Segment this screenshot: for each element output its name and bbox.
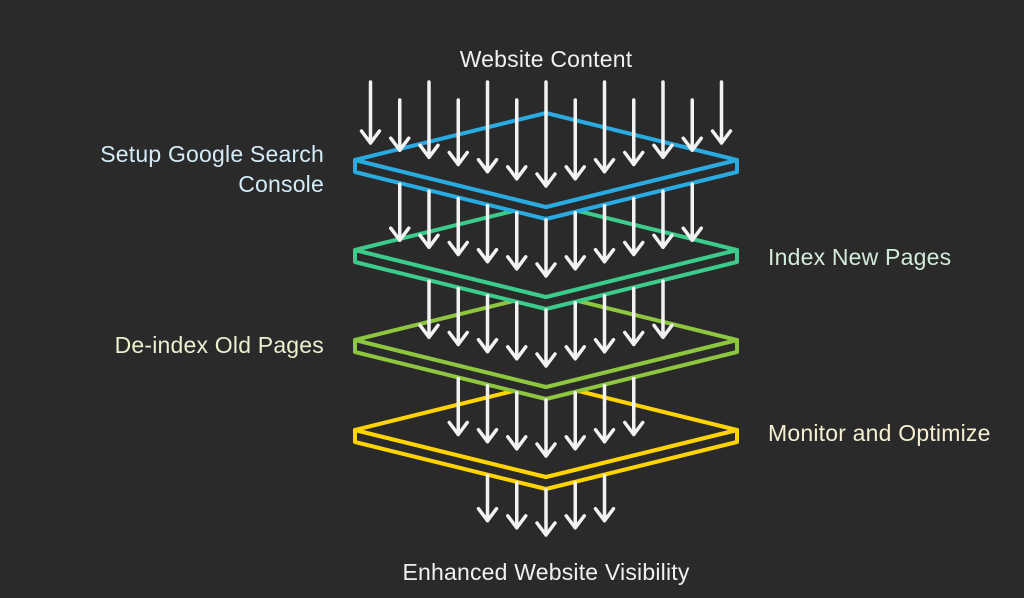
down-arrow-icon bbox=[564, 481, 586, 530]
down-arrow-icon bbox=[447, 286, 469, 347]
down-arrow-icon bbox=[681, 98, 703, 152]
layer-label-setup-google-search-console: Setup Google Search Console bbox=[100, 141, 324, 197]
down-arrow-icon bbox=[418, 80, 440, 160]
down-arrow-icon bbox=[447, 196, 469, 257]
down-arrow-icon bbox=[418, 189, 440, 250]
down-arrow-icon bbox=[623, 376, 645, 437]
down-arrow-icon bbox=[476, 473, 499, 523]
down-arrow-icon bbox=[710, 80, 733, 145]
down-arrow-icon bbox=[593, 473, 616, 523]
down-arrow-icon bbox=[535, 218, 557, 278]
down-arrow-icon bbox=[506, 98, 528, 181]
down-arrow-icon bbox=[593, 203, 616, 264]
layer-label-index-new-pages: Index New Pages bbox=[768, 244, 952, 270]
down-arrow-icon bbox=[476, 293, 499, 354]
down-arrow-icon bbox=[447, 376, 469, 437]
down-arrow-icon bbox=[535, 488, 557, 537]
arrow-set-0 bbox=[359, 80, 733, 188]
down-arrow-icon bbox=[506, 481, 528, 530]
layer-label-monitor-and-optimize: Monitor and Optimize bbox=[768, 420, 991, 446]
down-arrow-icon bbox=[593, 383, 616, 444]
arrow-set-4 bbox=[476, 473, 616, 537]
down-arrow-icon bbox=[564, 98, 586, 181]
down-arrow-icon bbox=[564, 391, 586, 451]
down-arrow-icon bbox=[652, 279, 674, 340]
diagram-footer: Enhanced Website Visibility bbox=[402, 559, 690, 585]
arrow-set-2 bbox=[418, 279, 674, 368]
down-arrow-icon bbox=[623, 196, 645, 257]
down-arrow-icon bbox=[593, 80, 616, 174]
layer-label-de-index-old-pages: De-index Old Pages bbox=[114, 332, 324, 358]
flow-arrows bbox=[359, 80, 733, 537]
down-arrow-icon bbox=[476, 203, 499, 264]
down-arrow-icon bbox=[476, 80, 499, 174]
down-arrow-icon bbox=[389, 98, 411, 152]
down-arrow-icon bbox=[681, 182, 703, 242]
down-arrow-icon bbox=[389, 182, 411, 242]
down-arrow-icon bbox=[535, 80, 557, 188]
down-arrow-icon bbox=[535, 398, 557, 458]
down-arrow-icon bbox=[359, 80, 382, 145]
arrow-set-1 bbox=[389, 182, 703, 278]
down-arrow-icon bbox=[593, 293, 616, 354]
down-arrow-icon bbox=[506, 301, 528, 361]
down-arrow-icon bbox=[623, 98, 645, 167]
down-arrow-icon bbox=[535, 308, 557, 368]
down-arrow-icon bbox=[564, 301, 586, 361]
down-arrow-icon bbox=[564, 211, 586, 271]
down-arrow-icon bbox=[506, 391, 528, 451]
down-arrow-icon bbox=[476, 383, 499, 444]
down-arrow-icon bbox=[418, 279, 440, 340]
down-arrow-icon bbox=[447, 98, 469, 167]
down-arrow-icon bbox=[652, 189, 674, 250]
down-arrow-icon bbox=[506, 211, 528, 271]
arrow-set-3 bbox=[447, 376, 645, 458]
down-arrow-icon bbox=[652, 80, 674, 160]
diagram-title: Website Content bbox=[459, 46, 633, 72]
down-arrow-icon bbox=[623, 286, 645, 347]
